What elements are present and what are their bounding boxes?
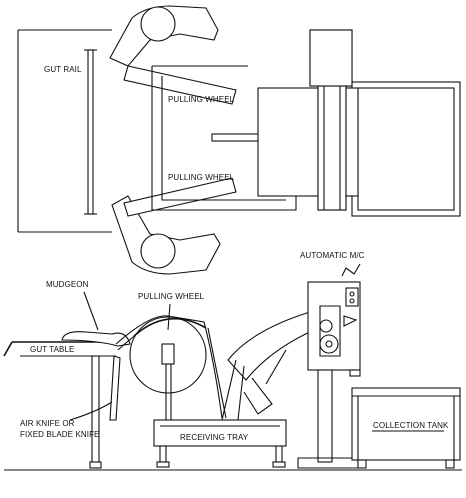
leader-pulling-wheel [167, 303, 171, 331]
leader-automatic-mc [341, 263, 361, 277]
operator-bottom-figure [111, 195, 221, 275]
label-automatic-mc: AUTOMATIC M/C [300, 251, 365, 260]
machine-roller-lower [319, 334, 339, 354]
mudgeon [61, 331, 131, 347]
gut-strand [115, 315, 223, 419]
machine-arrow [343, 315, 358, 327]
label-air-knife-line1: AIR KNIFE OR [20, 419, 75, 428]
machine-column [317, 369, 333, 463]
label-pulling-wheel-top: PULLING WHEEL [168, 95, 235, 104]
leader-mudgeon [83, 291, 99, 331]
operator-top-figure [109, 5, 219, 67]
label-collection-tank: COLLECTION TANK [373, 421, 449, 430]
machine-control-panel [345, 287, 359, 307]
main-housing [257, 87, 321, 197]
guide-chute [227, 311, 315, 381]
top-frame-outline [17, 29, 112, 233]
gut-rail [87, 49, 94, 215]
receiving-tray [153, 419, 287, 447]
label-air-knife-line2: FIXED BLADE KNIFE [20, 430, 100, 439]
collection-tank [351, 387, 461, 461]
air-knife [109, 355, 121, 421]
top-view [17, 5, 461, 275]
leader-air-knife [69, 401, 113, 421]
label-gut-rail: GUT RAIL [44, 65, 82, 74]
label-pulling-wheel-bottom: PULLING WHEEL [168, 173, 235, 182]
pulling-wheel-hub [161, 343, 175, 365]
side-view [3, 263, 462, 471]
operator-bottom-head [140, 233, 176, 269]
label-pulling-wheel-side: PULLING WHEEL [138, 292, 205, 301]
machine-inner-frame [151, 65, 297, 211]
label-mudgeon: MUDGEON [46, 280, 89, 289]
operator-top-head [140, 6, 176, 42]
label-gut-table: GUT TABLE [30, 345, 74, 354]
label-receiving-tray: RECEIVING TRAY [180, 433, 249, 442]
machine-roller-upper [319, 319, 333, 333]
collection-tank-top-view [351, 81, 461, 217]
